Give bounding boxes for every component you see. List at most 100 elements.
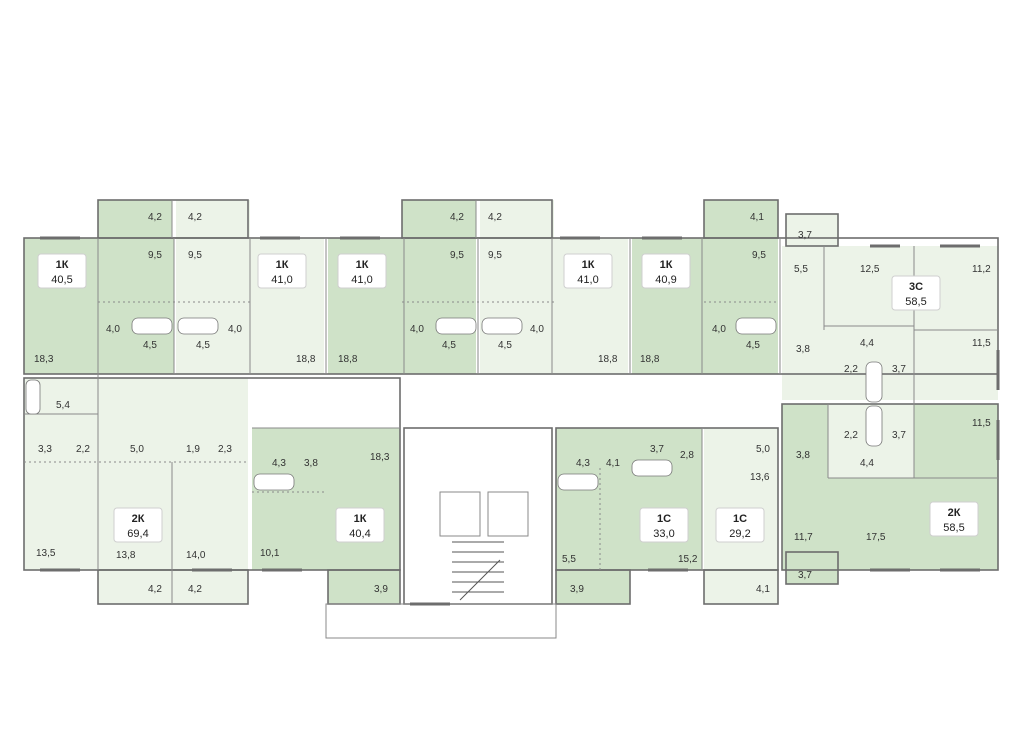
apartment-a6[interactable] xyxy=(782,214,998,400)
room-area: 4,0 xyxy=(228,324,242,335)
room-area: 4,3 xyxy=(272,458,286,469)
windows xyxy=(40,236,1000,606)
apartment-type: 1К xyxy=(356,259,369,271)
room-area-labels: 4,2 4,2 4,2 4,2 4,1 3,7 9,5 9,5 9,5 9,5 … xyxy=(34,212,991,595)
room-area: 2,3 xyxy=(218,444,232,455)
apartment-a8[interactable] xyxy=(252,428,400,604)
badge-a1: 1К 40,5 xyxy=(37,253,87,289)
room-area: 4,2 xyxy=(148,212,162,223)
room-area: 3,9 xyxy=(570,584,584,595)
room-area: 3,7 xyxy=(798,570,812,581)
room-area: 4,2 xyxy=(188,584,202,595)
apartment-type: 1К xyxy=(582,259,595,271)
room-area: 15,2 xyxy=(678,554,698,565)
room-area: 2,8 xyxy=(680,450,694,461)
badge-a8: 1К 40,4 xyxy=(335,507,385,543)
room-area: 4,1 xyxy=(750,212,764,223)
badge-a3: 1К 41,0 xyxy=(337,253,387,289)
room-area: 11,5 xyxy=(972,418,991,429)
room-area: 4,2 xyxy=(148,584,162,595)
apartment-type: 1К xyxy=(660,259,673,271)
badge-a9: 1С 33,0 xyxy=(639,507,689,543)
room-area: 3,8 xyxy=(796,344,810,355)
room-area: 4,1 xyxy=(756,584,770,595)
walls xyxy=(23,199,999,639)
apartment-area: 40,9 xyxy=(655,274,676,286)
badge-a2: 1К 41,0 xyxy=(257,253,307,289)
room-area: 3,7 xyxy=(650,444,664,455)
room-area: 4,2 xyxy=(188,212,202,223)
room-area: 4,0 xyxy=(530,324,544,335)
room-area: 9,5 xyxy=(188,250,202,261)
room-area: 17,5 xyxy=(866,532,886,543)
room-area: 4,5 xyxy=(442,340,456,351)
apartment-area: 58,5 xyxy=(905,296,926,308)
room-area: 4,0 xyxy=(410,324,424,335)
room-area: 18,3 xyxy=(370,452,390,463)
apartment-type: 1С xyxy=(733,513,747,525)
apartment-type: 2К xyxy=(948,507,961,519)
apartment-a11[interactable] xyxy=(782,404,998,584)
room-area: 4,3 xyxy=(576,458,590,469)
room-area: 4,2 xyxy=(450,212,464,223)
badge-a4: 1К 41,0 xyxy=(563,253,613,289)
apartment-area: 41,0 xyxy=(351,274,372,286)
apartment-a1[interactable] xyxy=(24,200,174,374)
apartment-area: 41,0 xyxy=(577,274,598,286)
room-area: 4,4 xyxy=(860,338,874,349)
room-area: 4,1 xyxy=(606,458,620,469)
room-area: 4,0 xyxy=(712,324,726,335)
apartment-type: 1К xyxy=(56,259,69,271)
room-area: 9,5 xyxy=(450,250,464,261)
room-area: 9,5 xyxy=(488,250,502,261)
apartment-area: 40,4 xyxy=(349,528,370,540)
room-area: 5,0 xyxy=(130,444,144,455)
room-area: 18,8 xyxy=(296,354,316,365)
room-area: 4,4 xyxy=(860,458,874,469)
room-area: 5,4 xyxy=(56,400,70,411)
room-area: 18,8 xyxy=(640,354,660,365)
room-area: 2,2 xyxy=(844,364,858,375)
badge-a11: 2К 58,5 xyxy=(929,501,979,537)
room-area: 3,8 xyxy=(796,450,810,461)
badge-a10: 1С 29,2 xyxy=(715,507,765,543)
bathroom-fixtures xyxy=(25,317,883,491)
room-area: 5,0 xyxy=(756,444,770,455)
apartment-a10[interactable] xyxy=(704,428,778,604)
room-area: 3,7 xyxy=(892,430,906,441)
room-area: 11,2 xyxy=(972,264,991,275)
badge-a7: 2К 69,4 xyxy=(113,507,163,543)
apartment-type: 1К xyxy=(354,513,367,525)
apartment-area: 33,0 xyxy=(653,528,674,540)
room-area: 11,5 xyxy=(972,338,991,349)
room-area: 2,2 xyxy=(76,444,90,455)
room-area: 9,5 xyxy=(148,250,162,261)
apartment-type: 2К xyxy=(132,513,145,525)
room-area: 4,0 xyxy=(106,324,120,335)
badge-a5: 1К 40,9 xyxy=(641,253,691,289)
badge-a6: 3С 58,5 xyxy=(891,275,941,311)
apartment-area: 29,2 xyxy=(729,528,750,540)
room-area: 13,8 xyxy=(116,550,136,561)
room-area: 18,8 xyxy=(338,354,358,365)
room-area: 5,5 xyxy=(562,554,576,565)
room-area: 9,5 xyxy=(752,250,766,261)
room-area: 4,5 xyxy=(746,340,760,351)
room-area: 14,0 xyxy=(186,550,206,561)
apartment-area: 41,0 xyxy=(271,274,292,286)
apartment-area: 58,5 xyxy=(943,522,964,534)
room-area: 11,7 xyxy=(794,532,813,543)
room-area: 13,6 xyxy=(750,472,770,483)
apartment-type: 3С xyxy=(909,281,923,293)
room-area: 12,5 xyxy=(860,264,880,275)
apartment-area: 40,5 xyxy=(51,274,72,286)
dashed-dividers xyxy=(24,301,778,570)
apartment-area: 69,4 xyxy=(127,528,148,540)
apartment-a7[interactable] xyxy=(24,378,248,604)
room-area: 3,7 xyxy=(892,364,906,375)
room-area: 4,5 xyxy=(498,340,512,351)
room-area: 2,2 xyxy=(844,430,858,441)
room-area: 5,5 xyxy=(794,264,808,275)
apartment-a9[interactable] xyxy=(556,428,702,604)
